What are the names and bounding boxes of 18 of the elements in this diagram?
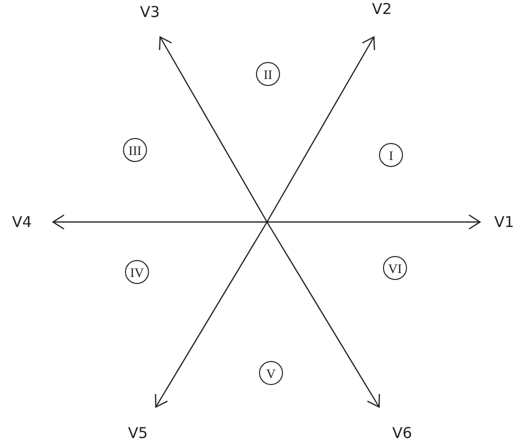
vector-label: V6: [360, 407, 420, 443]
vector-arrow: [154, 222, 268, 408]
vector-arrow: [52, 214, 267, 230]
vector-label: V4: [6, 212, 53, 232]
sector-number: IV: [125, 260, 149, 284]
vector-label: V3: [130, 2, 170, 37]
sector-number: V: [259, 361, 283, 385]
sector-number: VI: [383, 256, 407, 280]
vector-arrow: [267, 214, 481, 230]
vector-label: V2: [362, 2, 406, 37]
sector-number: III: [123, 138, 147, 162]
vector-arrow: [158, 36, 268, 222]
sector-number: I: [379, 143, 403, 167]
vector-label: V5: [120, 407, 170, 443]
vector-arrow: [266, 36, 376, 222]
vector-arrow: [266, 222, 380, 408]
sector-number: II: [256, 62, 280, 86]
vector-label: V1: [480, 212, 516, 232]
